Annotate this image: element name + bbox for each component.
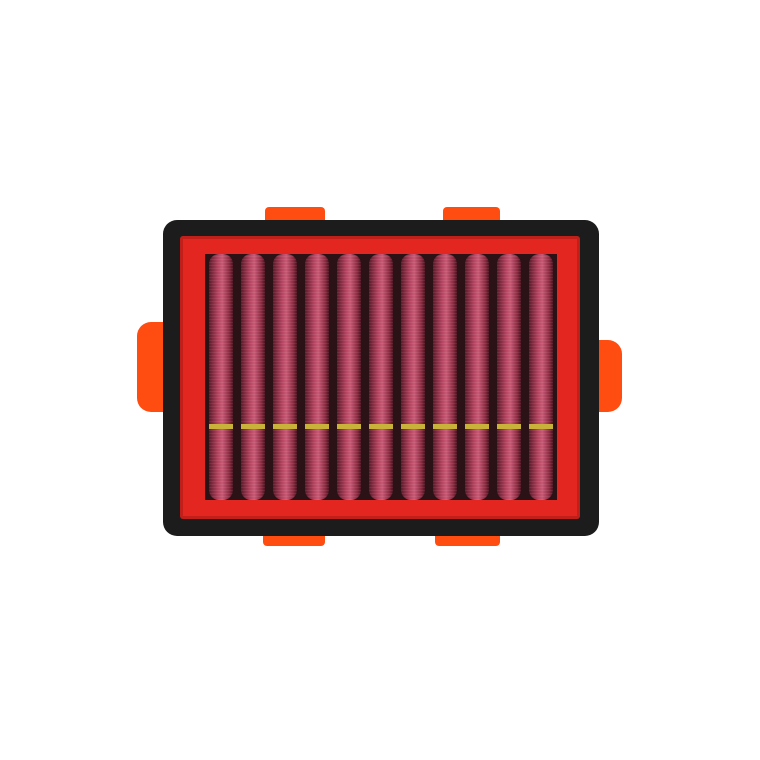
filter-pleat [273, 254, 297, 500]
pleat-band [465, 424, 489, 429]
pleat-band [369, 424, 393, 429]
filter-pleat [369, 254, 393, 500]
filter-pleat [337, 254, 361, 500]
pleat-band [337, 424, 361, 429]
pleat-band [209, 424, 233, 429]
pleat-band [401, 424, 425, 429]
pleat-band [433, 424, 457, 429]
pleat-band [497, 424, 521, 429]
filter-pleat [401, 254, 425, 500]
pleat-band [305, 424, 329, 429]
filter-media [205, 254, 557, 500]
filter-pleat [465, 254, 489, 500]
filter-pleat [209, 254, 233, 500]
filter-pleat [305, 254, 329, 500]
filter-pleat [529, 254, 553, 500]
filter-pleat [241, 254, 265, 500]
pleat-band [273, 424, 297, 429]
pleat-band [241, 424, 265, 429]
filter-pleat [433, 254, 457, 500]
pleat-band [529, 424, 553, 429]
filter-pleat [497, 254, 521, 500]
